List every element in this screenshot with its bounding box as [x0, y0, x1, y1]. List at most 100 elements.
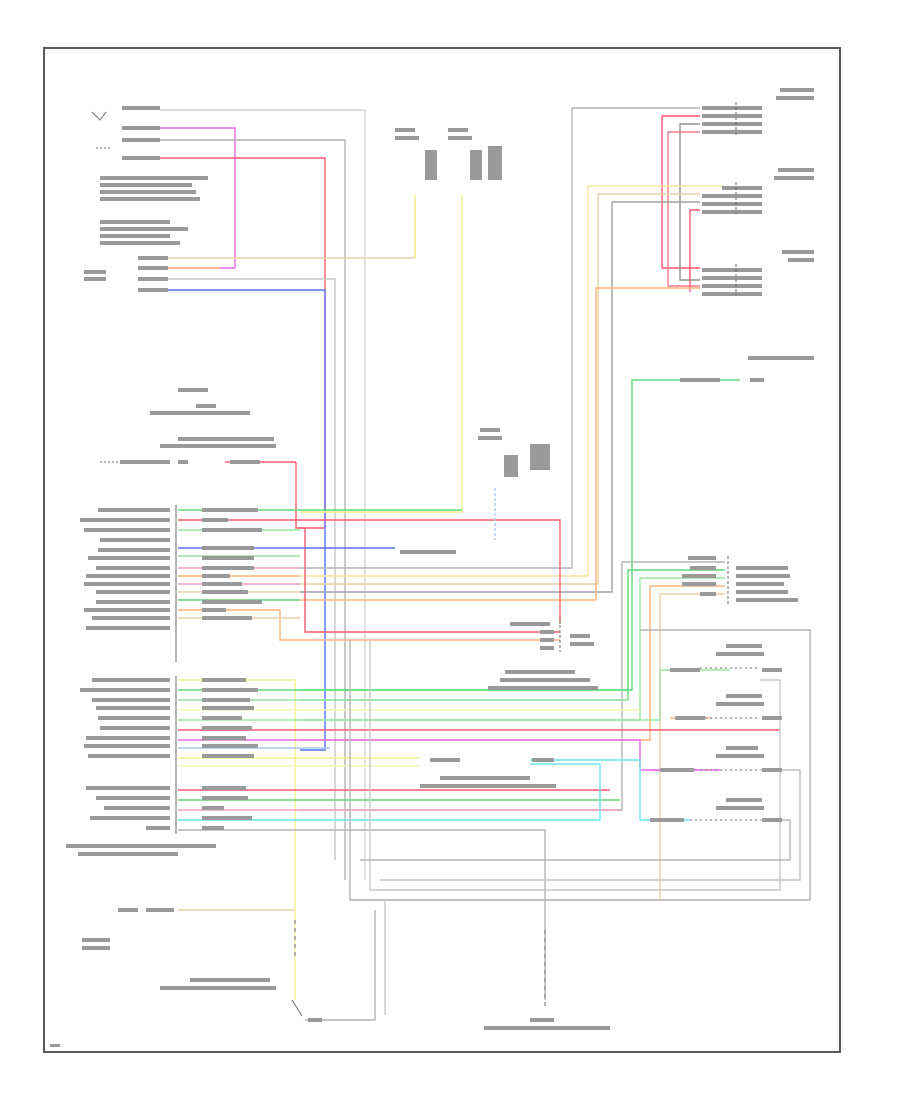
- ecu-pin-labels-upper: [80, 508, 170, 630]
- text-block: [702, 106, 762, 110]
- text-block: [480, 428, 500, 432]
- wire-group: [160, 107, 811, 1021]
- text-block: [736, 566, 788, 570]
- text-block: [178, 388, 208, 392]
- wire-pink-top: [160, 157, 326, 529]
- text-block: [570, 642, 594, 646]
- wire-gray-ground-2: [369, 640, 781, 891]
- text-block: [84, 277, 106, 281]
- wire-lightgray-top: [160, 109, 366, 880]
- text-block: [504, 455, 518, 477]
- text-block: [716, 652, 764, 656]
- text-block: [484, 1026, 610, 1030]
- text-block: [146, 908, 174, 912]
- ecu-pin-labels-lower: [66, 678, 216, 856]
- text-block: [308, 1018, 322, 1022]
- wire-red-right-c: [667, 131, 700, 287]
- text-block: [488, 686, 598, 690]
- text-block: [702, 194, 762, 198]
- text-block: [84, 270, 106, 274]
- text-block: [138, 266, 168, 270]
- diagram-frame: [43, 47, 841, 1053]
- text-block: [778, 168, 814, 172]
- text-block: [750, 378, 764, 382]
- text-block: [762, 818, 782, 822]
- text-block: [702, 122, 762, 126]
- text-block: [762, 768, 782, 772]
- text-block: [82, 946, 110, 950]
- text-block: [540, 630, 554, 634]
- text-block: [650, 818, 684, 822]
- text-block: [722, 186, 762, 190]
- text-block: [448, 128, 468, 132]
- text-block: [420, 784, 556, 788]
- text-block: [540, 646, 554, 650]
- text-block: [100, 197, 200, 201]
- wire-cyan-low-14: [178, 763, 601, 821]
- text-block: [120, 460, 170, 464]
- wire-gray-ground-5: [305, 910, 376, 1021]
- text-block: [100, 234, 170, 238]
- text-block: [395, 128, 415, 132]
- text-block: [780, 88, 814, 92]
- text-block: [702, 130, 762, 134]
- wire-orange-mod-4: [300, 585, 725, 741]
- label-blocks: [50, 88, 814, 1047]
- text-block: [478, 436, 502, 440]
- wire-gray-right-a: [300, 107, 700, 569]
- wire-tan-c1: [168, 200, 416, 259]
- wire-yellow-center-2: [300, 195, 463, 513]
- text-block: [736, 590, 788, 594]
- text-block: [736, 582, 784, 586]
- text-block: [682, 582, 716, 586]
- text-block: [178, 460, 188, 464]
- text-block: [726, 798, 762, 802]
- text-block: [702, 210, 762, 214]
- wire-pink-right-a: [661, 115, 700, 269]
- text-block: [395, 136, 419, 140]
- text-block: [688, 556, 716, 560]
- text-block: [82, 938, 110, 942]
- wire-gray-right-d: [300, 201, 700, 593]
- text-block: [100, 183, 192, 187]
- ecu-wire-labels-upper: [202, 508, 262, 620]
- component-symbols: [91, 102, 760, 1017]
- text-block: [660, 768, 694, 772]
- wire-gray-c1: [168, 278, 336, 860]
- text-block: [690, 566, 716, 570]
- text-block: [736, 574, 790, 578]
- text-block: [702, 268, 762, 272]
- text-block: [726, 746, 758, 750]
- text-block: [122, 106, 160, 110]
- wire-red-left-1: [295, 462, 560, 633]
- text-block: [440, 776, 530, 780]
- text-block: [100, 190, 196, 194]
- text-block: [100, 241, 180, 245]
- text-block: [736, 598, 798, 602]
- text-block: [190, 978, 270, 982]
- wire-orange-right: [300, 287, 700, 601]
- text-block: [716, 806, 764, 810]
- wire-gray-ground-1: [349, 629, 811, 901]
- text-block: [670, 668, 700, 672]
- text-block: [726, 694, 762, 698]
- text-block: [400, 550, 456, 554]
- text-block: [680, 378, 720, 382]
- text-block: [500, 678, 590, 682]
- text-block: [196, 404, 216, 408]
- text-block: [700, 592, 716, 596]
- wire-lightgreen-low-5: [178, 669, 730, 721]
- text-block: [726, 644, 762, 648]
- text-block: [425, 150, 437, 180]
- text-block: [448, 136, 472, 140]
- wire-red-2: [178, 519, 561, 624]
- text-block: [702, 202, 762, 206]
- text-block: [532, 758, 554, 762]
- wire-gray-top: [160, 139, 346, 880]
- ecu-wire-labels-lower: [202, 678, 258, 830]
- text-block: [122, 126, 160, 130]
- text-block: [762, 716, 782, 720]
- text-block: [150, 411, 250, 415]
- text-block: [716, 754, 764, 758]
